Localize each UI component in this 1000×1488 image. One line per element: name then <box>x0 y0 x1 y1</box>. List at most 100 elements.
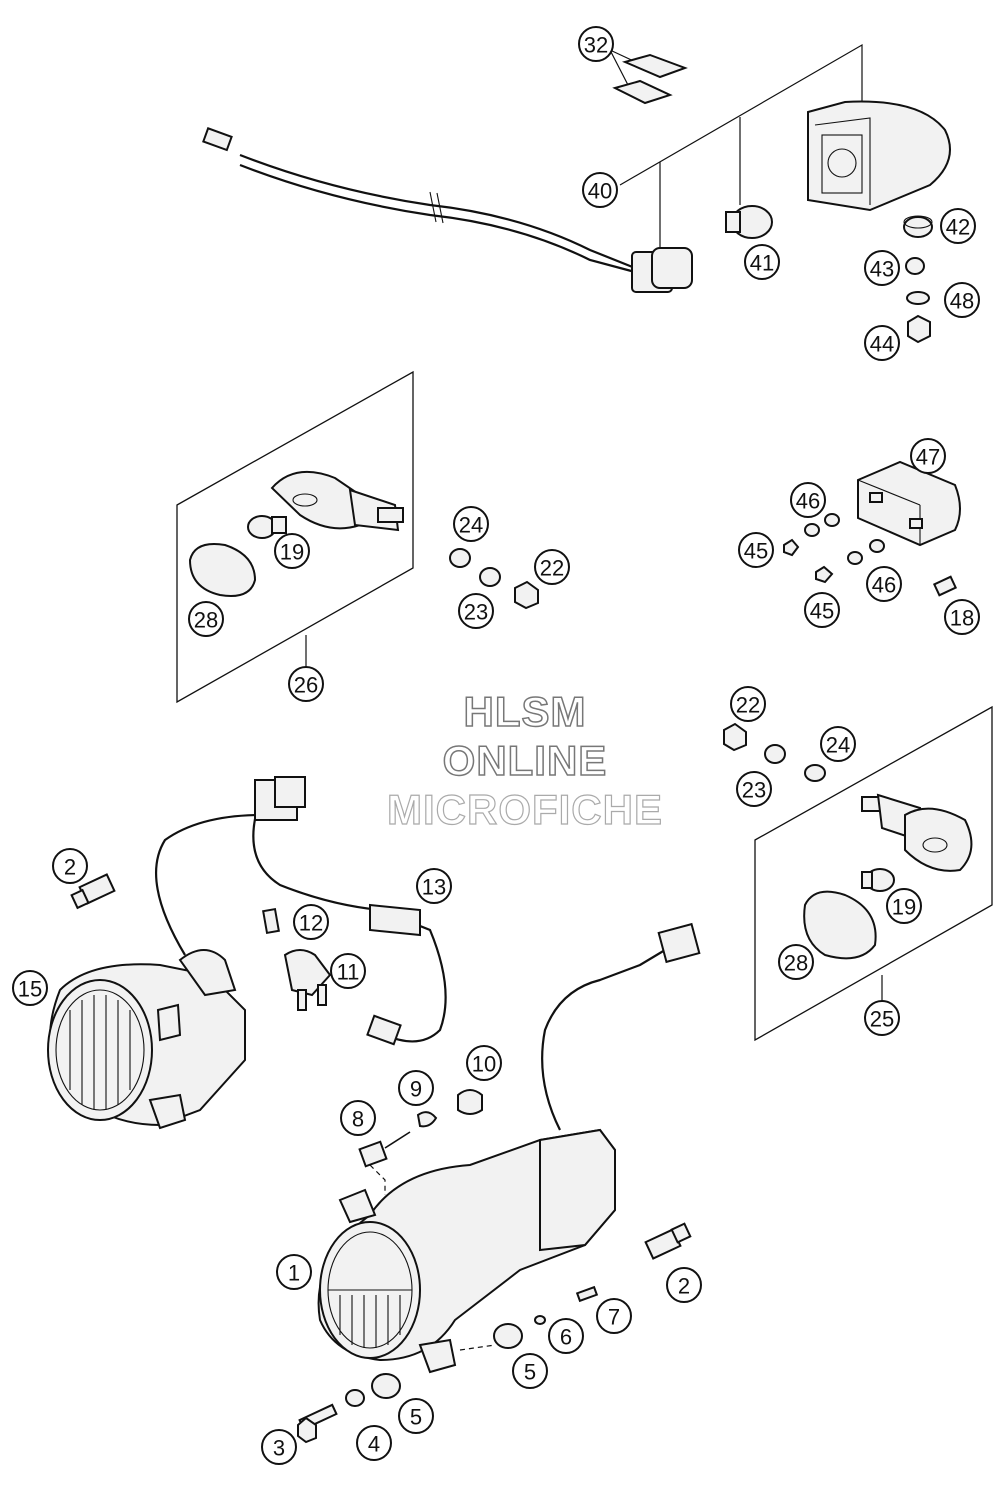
headlight-bulb-left <box>70 873 116 910</box>
callout-label: 32 <box>584 33 608 58</box>
callout-label: 25 <box>870 1007 894 1032</box>
callout-c5a: 5 <box>512 1353 548 1389</box>
tail-bulb <box>725 205 773 239</box>
callout-circle <box>548 1318 584 1354</box>
callout-circle <box>886 888 922 924</box>
callout-circle <box>512 1353 548 1389</box>
callout-c41: 41 <box>744 244 780 280</box>
callout-label: 10 <box>472 1052 496 1077</box>
callout-label: 2 <box>678 1274 690 1299</box>
callout-label: 40 <box>588 179 612 204</box>
callout-label: 19 <box>892 895 916 920</box>
callout-label: 41 <box>750 251 774 276</box>
callout-circle <box>52 848 88 884</box>
callout-circle <box>864 325 900 361</box>
callout-label: 3 <box>273 1436 285 1461</box>
turn-signal-left <box>270 471 404 532</box>
turn-signal-bulb-right <box>861 868 895 892</box>
callout-c22a: 22 <box>534 549 570 585</box>
callout-c43: 43 <box>864 250 900 286</box>
callout-circle <box>778 944 814 980</box>
tail-light-wire <box>202 127 636 274</box>
turn-signal-hardware-left <box>449 548 539 610</box>
callout-circle <box>864 250 900 286</box>
callout-label: 43 <box>870 257 894 282</box>
callout-label: 28 <box>194 608 218 633</box>
callout-circle <box>188 601 224 637</box>
callout-circle <box>582 172 618 208</box>
callout-label: 22 <box>540 556 564 581</box>
callout-circle <box>940 208 976 244</box>
watermark-line-3: MICROFICHE <box>386 785 663 833</box>
callout-label: 23 <box>464 600 488 625</box>
callout-label: 11 <box>337 960 360 985</box>
callout-label: 1 <box>288 1261 300 1286</box>
callout-c28a: 28 <box>188 601 224 637</box>
callout-c18: 18 <box>944 599 980 635</box>
callout-label: 2 <box>64 855 76 880</box>
callout-circle <box>804 592 840 628</box>
callout-c5b: 5 <box>398 1398 434 1434</box>
callout-c24b: 24 <box>820 726 856 762</box>
callout-label: 4 <box>368 1432 380 1457</box>
callout-circle <box>340 1100 376 1136</box>
turn-signal-lens-left <box>188 543 257 597</box>
watermark-line-1: HLSM <box>463 687 587 736</box>
callout-circle <box>944 282 980 318</box>
callout-c10: 10 <box>466 1045 502 1081</box>
callout-circle <box>736 771 772 807</box>
callout-label: 46 <box>872 573 896 598</box>
callout-circle <box>864 1000 900 1036</box>
callout-circle <box>330 953 366 989</box>
callout-circle <box>288 666 324 702</box>
callout-circle <box>730 686 766 722</box>
callout-c2a: 2 <box>52 848 88 884</box>
callout-circle <box>261 1429 297 1465</box>
turn-signal-right <box>861 793 973 872</box>
callout-label: 48 <box>950 289 974 314</box>
callout-circle <box>820 726 856 762</box>
turn-signal-right-box <box>754 705 993 1042</box>
bulb-socket <box>631 247 693 293</box>
callout-circle <box>398 1070 434 1106</box>
callout-label: 28 <box>784 951 808 976</box>
callout-c9: 9 <box>398 1070 434 1106</box>
license-plate-light <box>857 460 961 547</box>
callout-c23b: 23 <box>736 771 772 807</box>
callout-c46a: 46 <box>790 482 826 518</box>
callout-circle <box>666 1267 702 1303</box>
callout-circle <box>293 904 329 940</box>
callout-circle <box>398 1398 434 1434</box>
callout-circle <box>356 1425 392 1461</box>
callout-c12: 12 <box>293 904 329 940</box>
adjuster-hardware <box>358 1089 483 1195</box>
callout-label: 44 <box>870 332 894 357</box>
callout-c3: 3 <box>261 1429 297 1465</box>
callout-c45a: 45 <box>738 532 774 568</box>
callout-label: 23 <box>742 778 766 803</box>
callout-c24a: 24 <box>453 506 489 542</box>
mounting-hardware <box>903 215 933 344</box>
callout-label: 8 <box>352 1107 364 1132</box>
callout-c40: 40 <box>582 172 618 208</box>
callout-label: 18 <box>950 606 974 631</box>
callout-c11: 11 <box>330 953 366 989</box>
callout-circle <box>534 549 570 585</box>
turn-signal-lens-right <box>803 890 877 960</box>
callout-c8: 8 <box>340 1100 376 1136</box>
watermark-line-2: ONLINE <box>442 736 608 785</box>
callout-label: 24 <box>459 513 483 538</box>
callout-circle <box>738 532 774 568</box>
callout-c19b: 19 <box>886 888 922 924</box>
callout-c13: 13 <box>416 868 452 904</box>
callout-label: 13 <box>422 875 446 900</box>
callout-circle <box>944 599 980 635</box>
callout-circle <box>416 868 452 904</box>
callout-circle <box>910 438 946 474</box>
callout-label: 19 <box>280 540 304 565</box>
callout-circle <box>744 244 780 280</box>
headlight-left-wiring <box>155 776 447 1046</box>
callout-label: 7 <box>608 1305 620 1330</box>
callout-c22b: 22 <box>730 686 766 722</box>
